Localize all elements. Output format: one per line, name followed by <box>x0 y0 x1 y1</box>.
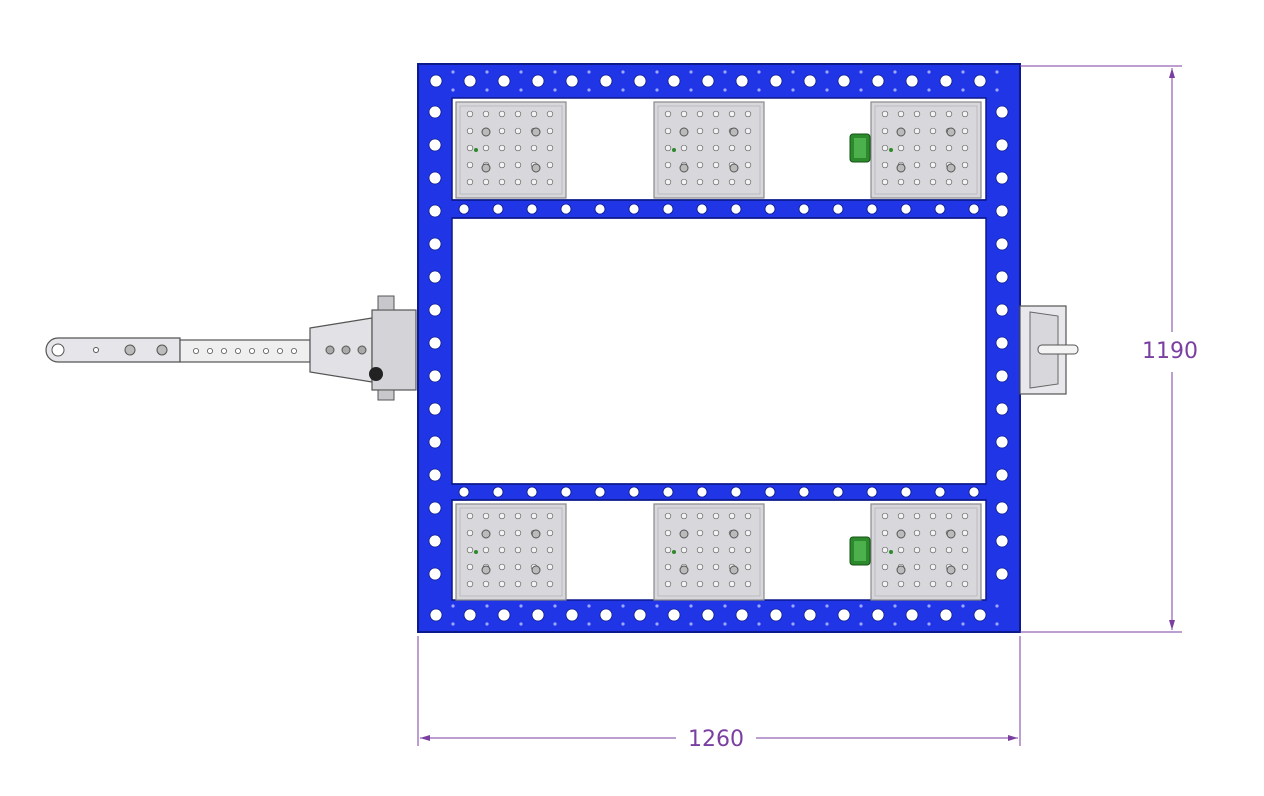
tow-bar-icon <box>45 295 417 401</box>
caster-plate <box>653 503 765 601</box>
caster-plate <box>870 101 982 199</box>
width-dimension: 1260 <box>417 636 1021 752</box>
width-label: 1260 <box>688 727 744 752</box>
green-stopper-bottom <box>849 536 871 566</box>
height-dimension: 1190 <box>1020 65 1198 633</box>
caster-plate <box>455 101 567 199</box>
caster-plate <box>455 503 567 601</box>
height-label: 1190 <box>1142 339 1198 364</box>
center-opening <box>451 217 987 485</box>
caster-plates <box>455 101 982 601</box>
coupling-pin-icon <box>1019 305 1079 395</box>
frame-holes <box>428 70 1009 626</box>
caster-plate <box>653 101 765 199</box>
caster-plate <box>870 503 982 601</box>
green-stopper-top <box>849 133 871 163</box>
